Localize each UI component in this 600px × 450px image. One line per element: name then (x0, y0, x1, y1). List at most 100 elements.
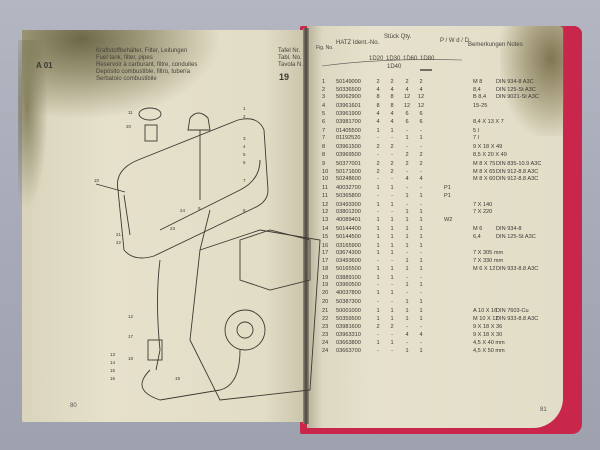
cell-qty: - (420, 185, 422, 192)
cell-qty: 2 (376, 144, 380, 151)
cell-notes: M 8 X 60 (473, 176, 496, 183)
cell-qty: - (377, 176, 379, 183)
cell-qty: - (420, 274, 422, 281)
cell-qty: 1 (376, 274, 380, 281)
cell-fig: 16 (322, 242, 329, 249)
cell-qty: 4 (405, 332, 409, 339)
cell-ident: 50387300 (336, 298, 361, 305)
callout-label: 2 (243, 114, 246, 119)
cell-notes: 9 X 18 X 49 (473, 144, 503, 151)
cell-qty: 1 (419, 282, 423, 289)
callout-label: 21 (116, 232, 122, 237)
cell-qty: 1 (390, 201, 394, 208)
cell-qty: 1 (390, 185, 394, 192)
cell-ident: 40089401 (336, 217, 361, 224)
cell-fig: 24 (322, 347, 329, 354)
cell-fig: 12 (322, 209, 329, 216)
cell-ident: 03960500 (336, 282, 361, 289)
cell-ident: 03963310 (336, 332, 361, 339)
cell-ident: 40032700 (336, 185, 361, 192)
col-fig: Fig. No. (316, 45, 334, 51)
cell-fig: 19 (322, 282, 329, 289)
cell-qty: - (391, 258, 393, 264)
cell-qty: - (377, 135, 379, 142)
cell-qty: 2 (405, 151, 409, 158)
cell-notes: 7 X 140 (473, 201, 493, 208)
callout-label: 20 (126, 124, 132, 129)
cell-qty: - (391, 209, 393, 216)
cell-fig: 21 (322, 307, 329, 314)
cell-fig: 9 (322, 160, 326, 167)
cell-qty: 1 (419, 242, 423, 249)
cell-qty: 8 (390, 94, 394, 101)
cell-fig: 20 (322, 298, 329, 305)
cell-qty: 2 (376, 168, 380, 175)
model-1d20: 1D20 (369, 56, 384, 62)
callout-label: 19 (175, 376, 181, 381)
cell-notes: 4,5 X 40 mm (473, 339, 505, 346)
strainer (144, 124, 158, 142)
cell-fig: 4 (322, 103, 326, 110)
cell-qty: 4 (376, 111, 380, 117)
cell-qty: - (377, 282, 379, 289)
col-notes: Bemerkungen Notes (468, 42, 523, 48)
cell-qty: - (406, 168, 408, 175)
cell-ident: 50149000 (336, 79, 361, 85)
callout-label: 11 (128, 110, 133, 115)
cell-qty: 1 (419, 347, 423, 354)
cell-qty: - (377, 192, 379, 199)
cell-qty: 1 (419, 258, 423, 264)
cell-ident: 03493300 (336, 201, 361, 208)
cell-notes: 8,5 X 20 X 49 (473, 151, 507, 158)
cell-qty: 1 (419, 298, 423, 305)
callout-label: 18 (128, 356, 134, 361)
cell-qty: 1 (376, 290, 380, 296)
cell-notes: M 8 X 75 (473, 160, 496, 167)
cell-pw: W2 (444, 217, 453, 224)
cell-qty: - (377, 209, 379, 216)
cell-pw: P1 (444, 185, 451, 192)
cell-qty: 1 (405, 209, 409, 216)
cell-qty: - (406, 339, 408, 346)
cell-qty: - (406, 127, 408, 134)
cell-qty: 6 (405, 111, 409, 117)
cell-fig: 20 (322, 290, 329, 296)
cell-ident: 03969500 (336, 151, 361, 158)
cell-qty: - (377, 151, 379, 158)
cell-qty: - (391, 282, 393, 289)
model-1d80: 1D80 (420, 56, 435, 62)
cell-qty: - (377, 298, 379, 305)
table-label-de: Tafel Nr. (278, 48, 301, 54)
page-number-left: 80 (70, 403, 77, 409)
cell-notes: 7 l (473, 135, 479, 142)
cell-qty: 1 (390, 250, 394, 257)
cell-qty: 2 (405, 160, 409, 167)
cell-ident: 03961900 (336, 111, 361, 117)
cell-qty: 12 (417, 103, 425, 110)
cell-qty: - (406, 274, 408, 281)
cell-qty: 12 (417, 94, 425, 101)
cell-fig: 15 (322, 233, 329, 240)
cell-fig: 10 (322, 176, 329, 183)
cell-qty: - (391, 347, 393, 354)
callout-label: 16 (110, 376, 116, 381)
cell-qty: 1 (405, 242, 409, 249)
callout-label: 4 (243, 144, 246, 149)
cell-qty: - (377, 332, 379, 339)
cell-ident: 50165500 (336, 265, 361, 272)
cell-ident: 40037800 (336, 290, 361, 296)
cell-ident: 50171600 (336, 168, 361, 175)
cell-qty: - (406, 250, 408, 257)
callout-label: 1 (243, 106, 246, 111)
cell-ident: 50144500 (336, 233, 361, 240)
cell-qty: 8 (376, 103, 380, 110)
col-pw: P / W d / D (440, 38, 469, 44)
callout-label: 3 (243, 136, 246, 141)
table-label-it: Tavola N. (278, 62, 304, 68)
cell-qty: 1 (405, 233, 409, 240)
cell-qty: 1 (390, 217, 394, 224)
cell-fig: 19 (322, 274, 329, 281)
cell-qty: - (391, 135, 393, 142)
cell-ident: 50248600 (336, 176, 361, 183)
cell-notes: 7 X 220 (473, 209, 493, 216)
